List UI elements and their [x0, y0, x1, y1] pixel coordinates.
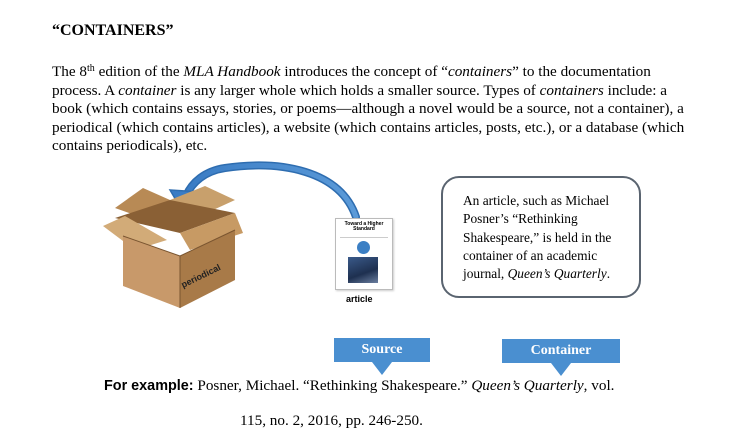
article-label: article — [346, 294, 373, 304]
badge-icon — [357, 241, 370, 254]
article-thumbnail: Toward a Higher Standard — [335, 218, 393, 290]
callout-box: An article, such as Michael Posner’s “Re… — [441, 176, 641, 298]
section-heading: “CONTAINERS” — [52, 22, 174, 39]
example-citation: For example: Posner, Michael. “Rethinkin… — [104, 377, 615, 394]
cardboard-box-icon: periodical — [103, 186, 243, 308]
article-image — [348, 257, 378, 283]
intro-paragraph: The 8th edition of the MLA Handbook intr… — [52, 63, 685, 155]
example-label: For example: — [104, 378, 194, 394]
example-citation-line2: 115, no. 2, 2016, pp. 246-250. — [240, 412, 423, 429]
container-label: Container — [502, 339, 620, 376]
source-label: Source — [334, 338, 430, 375]
article-thumbnail-title: Toward a Higher Standard — [344, 221, 384, 232]
